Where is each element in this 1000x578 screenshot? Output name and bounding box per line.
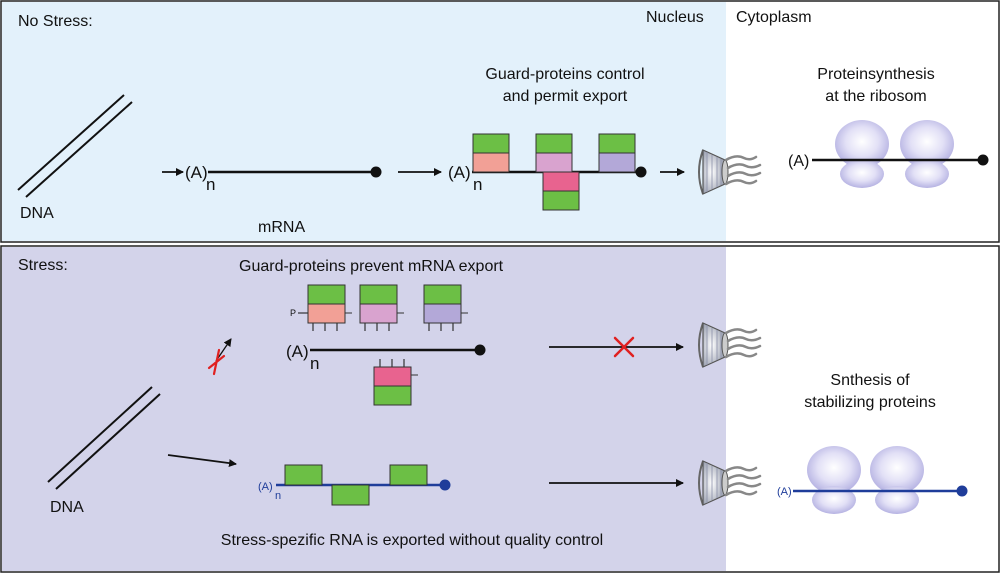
stress-rna-polya-a: (A) [258, 481, 273, 493]
cytoplasm-label: Cytoplasm [736, 9, 812, 26]
nucleus-label: Nucleus [646, 9, 704, 26]
ribosome-icon [870, 446, 924, 514]
dna-top [17, 94, 133, 198]
red-cross-icon [613, 336, 635, 358]
guarded-polya-a: (A) [448, 163, 471, 182]
top-nucleus-region [2, 2, 726, 241]
synth-text-2-bottom: stabilizing proteins [804, 394, 936, 411]
guard-prevent-text: Guard-proteins prevent mRNA export [239, 258, 504, 275]
guard-control-text-2: and permit export [503, 88, 628, 105]
mrna-polya-n: n [206, 175, 215, 194]
synth-text-2-top: at the ribosom [825, 88, 926, 105]
guarded-polya-n: n [473, 175, 482, 194]
stress-rna-protein-2 [331, 484, 370, 506]
blocked-guard-protein-1 [307, 284, 352, 331]
stress-rna-protein-3 [389, 464, 428, 486]
phospho-label: P [290, 308, 296, 318]
ribosome-icon [807, 446, 861, 514]
cap-dot-icon [474, 344, 486, 356]
cap-dot-icon [370, 166, 382, 178]
guard-protein-3 [598, 133, 636, 173]
guard-control-text-1: Guard-proteins control [485, 66, 644, 83]
stress-rna-polya-n: n [275, 490, 281, 502]
cap-dot-icon [977, 154, 989, 166]
synth-text-1-bottom: Snthesis of [830, 372, 910, 389]
synth-text-1-top: Proteinsynthesis [817, 66, 934, 83]
guard-protein-1 [472, 133, 510, 173]
dna-label-bottom: DNA [50, 499, 84, 516]
blocked-polya-a: (A) [286, 342, 309, 361]
ribosome-polya-top: (A) [788, 153, 809, 170]
cap-dot-icon [635, 166, 647, 178]
blocked-guard-protein-2 [359, 284, 404, 331]
ribosome-icon [900, 120, 954, 188]
blocked-polya-n: n [310, 354, 319, 373]
dna-bottom [47, 386, 161, 490]
stress-rna-protein-1 [284, 464, 323, 486]
ribosome-polya-bottom: (A) [777, 486, 792, 498]
mrna-label: mRNA [258, 219, 305, 236]
guard-protein-4 [542, 171, 580, 211]
mrna-polya-a: (A) [185, 163, 208, 182]
cap-dot-icon [439, 479, 451, 491]
blocked-guard-protein-3 [423, 284, 468, 331]
red-cross-icon [207, 348, 226, 376]
arrow-to-stress-rna [167, 454, 237, 468]
stress-caption: Stress-spezific RNA is exported without … [221, 532, 603, 549]
guard-protein-2 [535, 133, 573, 173]
bottom-panel-label: Stress: [18, 257, 68, 274]
cap-dot-icon [956, 485, 968, 497]
top-panel-label: No Stress: [18, 13, 93, 30]
blocked-guard-protein-4 [373, 359, 418, 406]
dna-label-top: DNA [20, 205, 54, 222]
ribosome-icon [835, 120, 889, 188]
